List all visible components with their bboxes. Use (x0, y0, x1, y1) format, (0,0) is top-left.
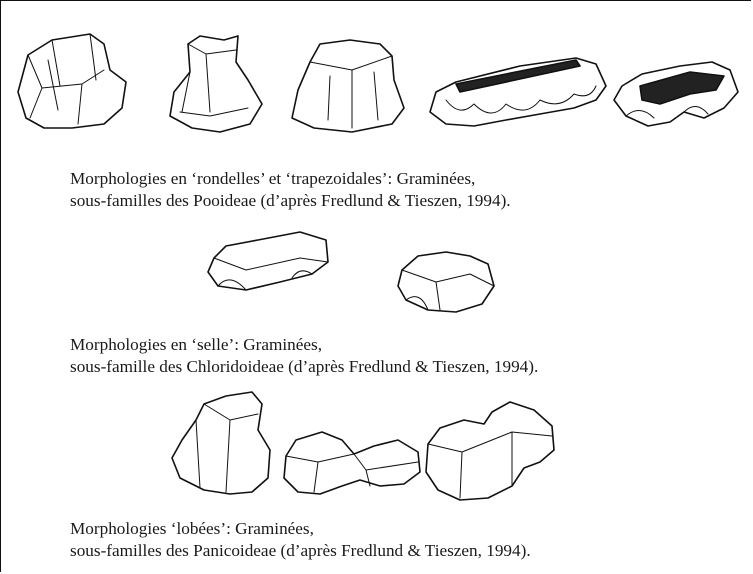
phytolith-trapezoidal-1 (170, 36, 262, 132)
phytolith-rondelle-elongate (430, 58, 606, 126)
caption-pooideae-line1: Morphologies en ‘rondelles’ et ‘trapezoi… (70, 168, 511, 190)
caption-pooideae: Morphologies en ‘rondelles’ et ‘trapezoi… (70, 168, 511, 212)
caption-chloridoideae-line1: Morphologies en ‘selle’: Graminées, (70, 334, 538, 356)
phytolith-saddle-1 (208, 232, 328, 290)
caption-chloridoideae: Morphologies en ‘selle’: Graminées, sous… (70, 334, 538, 378)
phytolith-trapezoidal-2 (292, 40, 404, 132)
caption-panicoideae: Morphologies ‘lobées’: Graminées, sous-f… (70, 518, 531, 562)
phytolith-rondelle-1 (18, 34, 126, 128)
phytolith-lobate-3 (426, 402, 554, 500)
phytolith-lobate-1 (172, 392, 270, 494)
caption-panicoideae-line2: sous-familles des Panicoideae (d’après F… (70, 540, 531, 562)
caption-chloridoideae-line2: sous-famille des Chloridoideae (d’après … (70, 356, 538, 378)
caption-panicoideae-line1: Morphologies ‘lobées’: Graminées, (70, 518, 531, 540)
phytolith-rondelle-lobed (614, 62, 738, 126)
phytolith-lobate-2 (284, 432, 420, 494)
phytolith-saddle-2 (398, 252, 494, 312)
caption-pooideae-line2: sous-familles des Pooideae (d’après Fred… (70, 190, 511, 212)
